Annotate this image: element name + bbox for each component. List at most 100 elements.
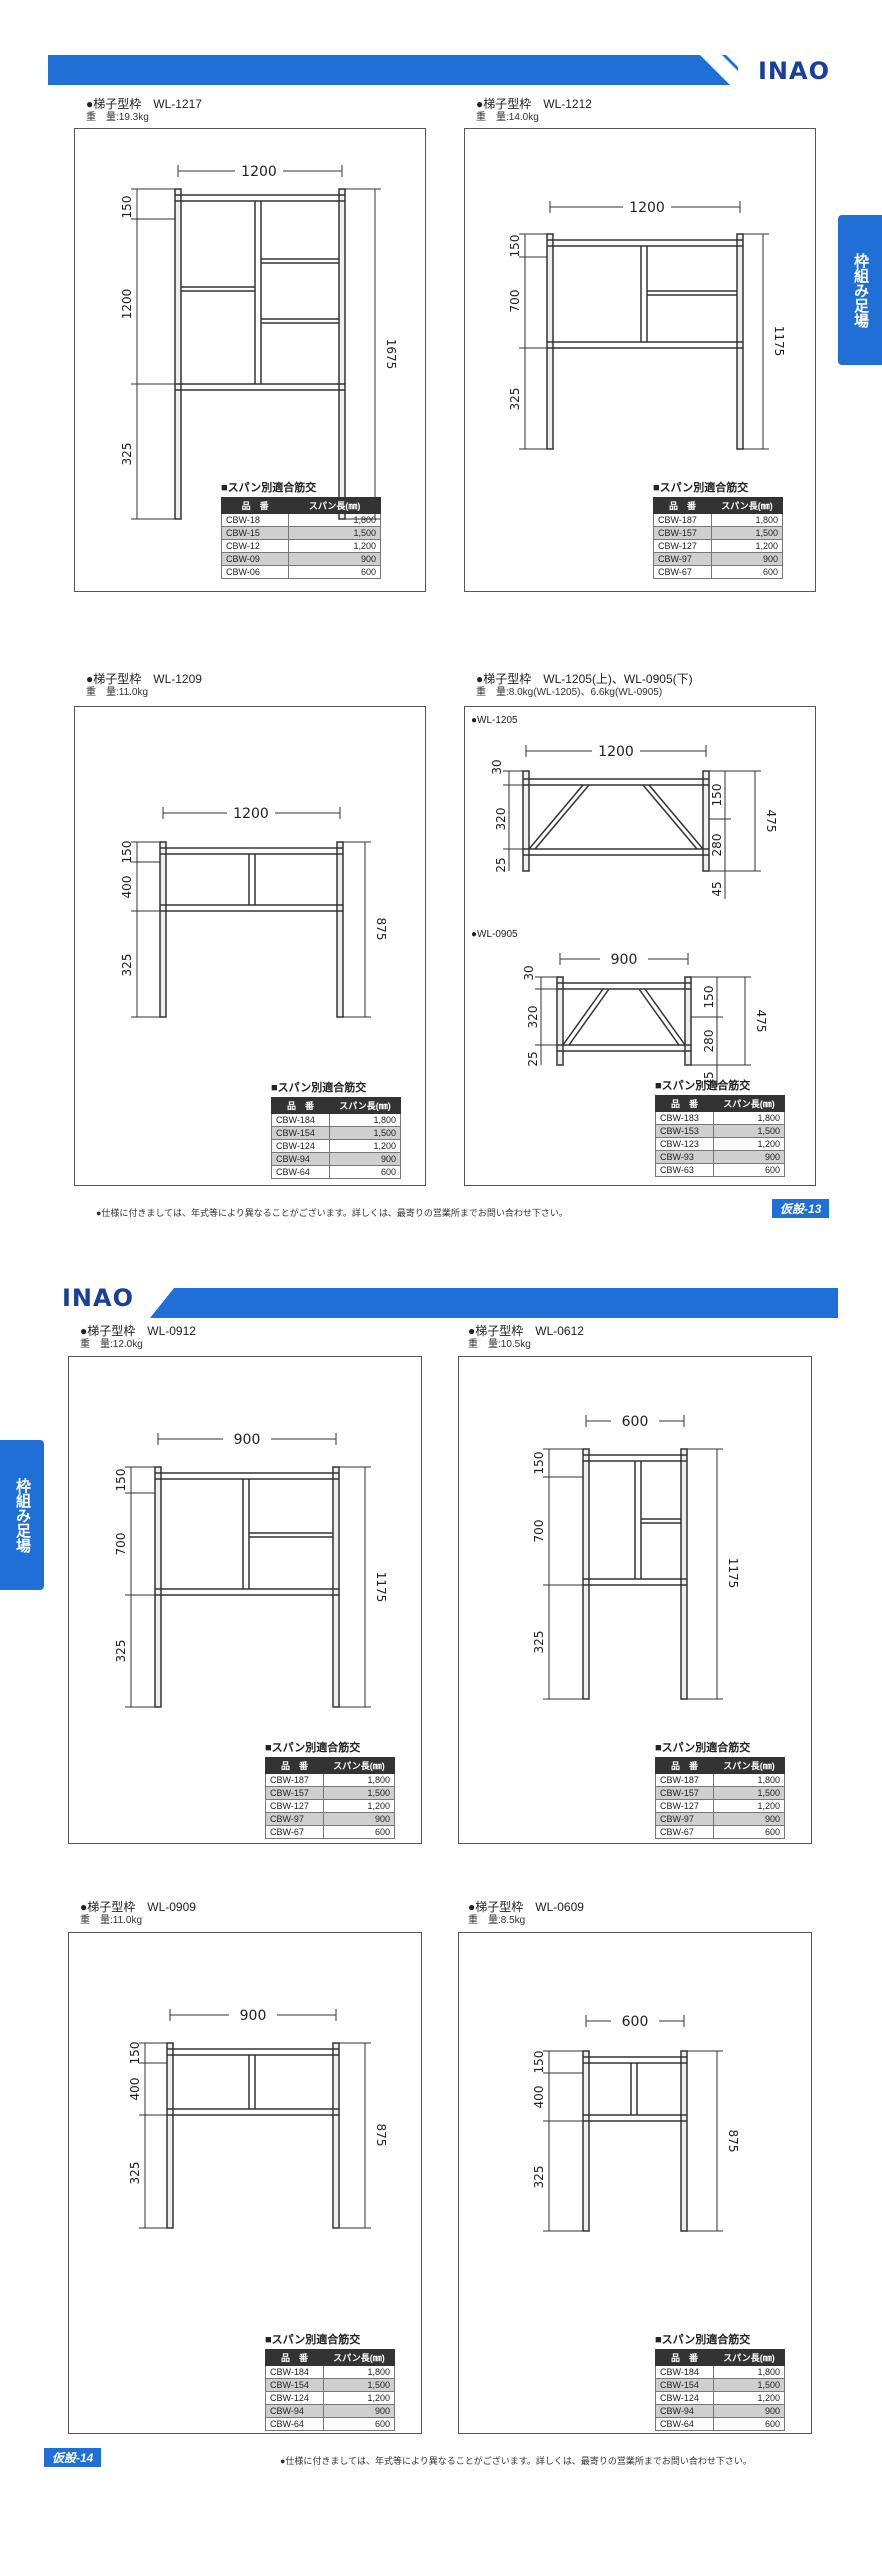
dim-top-section: 150 — [114, 1469, 128, 1492]
dim-a: 30 — [522, 965, 536, 980]
dim-mid-section: 1200 — [120, 289, 134, 320]
frame-drawing: 600 150 700 325 1175 — [532, 1413, 740, 1700]
frame-drawing: 900 150 700 325 1175 — [114, 1431, 388, 1708]
frame-weight: 重 量:8.5kg — [468, 1915, 526, 1926]
header-bar — [48, 55, 738, 85]
dim-height: 875 — [726, 2130, 740, 2153]
col-name: 品 番 — [264, 2349, 325, 2366]
col-name: 品 番 — [652, 497, 713, 514]
span-table-caption: ■スパン別適合筋交 — [655, 1742, 751, 1754]
dim-height: 475 — [754, 1010, 768, 1033]
sub-label: ●WL-0905 — [471, 929, 518, 940]
dim-bottom-section: 325 — [114, 1640, 128, 1663]
col-name: 品 番 — [270, 1097, 331, 1114]
dim-width: 1200 — [233, 806, 269, 822]
dim-height: 475 — [764, 810, 778, 833]
frame-panel: 600 150 700 325 1175 ■スパン別適合筋交 品 番スパン長(㎜… — [458, 1356, 812, 1844]
span-table-caption: ■スパン別適合筋交 — [221, 482, 317, 494]
header-bar — [180, 1288, 838, 1318]
dim-top-section: 150 — [508, 235, 522, 258]
frame-weight: 重 量:11.0kg — [80, 1915, 143, 1926]
frame-panel: 1200 150 400 325 875 ■スパン別適合筋交 品 番スパン長(㎜… — [74, 706, 426, 1186]
frame-panel: 1200 150 1200 325 1675 ■スパン別適合筋交 品 番スパン長… — [74, 128, 426, 592]
header-stripe — [150, 1288, 180, 1318]
dim-bottom-section: 325 — [508, 388, 522, 411]
dim-height: 1175 — [772, 326, 786, 357]
frame-title: ●梯子型枠 WL-1217 — [86, 97, 202, 111]
frame-heading: ●梯子型枠 WL-0912 重 量:12.0kg — [80, 1324, 196, 1352]
col-span: スパン長(㎜) — [711, 497, 783, 514]
span-table-caption: ■スパン別適合筋交 — [655, 2334, 751, 2346]
col-name: 品 番 — [654, 2349, 715, 2366]
dim-height: 1175 — [726, 1558, 740, 1589]
frame-weight: 重 量:14.0kg — [476, 112, 539, 123]
frame-title: ●梯子型枠 WL-0609 — [468, 1900, 584, 1914]
dim-top-section: 150 — [120, 841, 134, 864]
dim-mid-section: 400 — [120, 876, 134, 899]
dim-c: 25 — [526, 1051, 540, 1066]
frame-weight: 重 量:12.0kg — [80, 1339, 143, 1350]
col-span: スパン長(㎜) — [323, 2349, 395, 2366]
dim-width: 1200 — [629, 200, 665, 216]
dim-top-section: 150 — [532, 1452, 546, 1475]
frame-drawing: 600 150 400 325 875 — [532, 2013, 740, 2232]
frame-drawing: 1200 150 700 325 1175 — [508, 199, 786, 450]
dim-bottom-section: 325 — [120, 443, 134, 466]
page-13: INAO 枠組み足場 ●梯子型枠 WL-1217 重 量:19.3kg — [48, 55, 882, 1218]
dim-height: 1675 — [384, 339, 398, 370]
frame-panel: ●WL-1205 ●WL-0905 1200 30 320 25 — [464, 706, 816, 1186]
col-span: スパン長(㎜) — [713, 1757, 785, 1774]
side-tab: 枠組み足場 — [838, 215, 882, 365]
frame-title: ●梯子型枠 WL-1212 — [476, 97, 592, 111]
dim-height: 875 — [374, 918, 388, 941]
col-name: 品 番 — [264, 1757, 325, 1774]
page-number: 仮設-13 — [772, 1199, 830, 1218]
frame-weight: 重 量:8.0kg(WL-1205)、6.6kg(WL-0905) — [476, 687, 663, 698]
frame-heading: ●梯子型枠 WL-0609 重 量:8.5kg — [468, 1900, 584, 1928]
dim-mid-section: 700 — [508, 290, 522, 313]
dim-bottom-section: 325 — [532, 1631, 546, 1654]
dim-bottom-section: 325 — [120, 954, 134, 977]
dim-bottom-section: 325 — [532, 2166, 546, 2189]
frame-panel: 600 150 400 325 875 ■スパン別適合筋交 品 番スパン長(㎜)… — [458, 1932, 812, 2434]
frame-title: ●梯子型枠 WL-0912 — [80, 1324, 196, 1338]
frame-panel: 900 150 400 325 875 ■スパン別適合筋交 品 番スパン長(㎜)… — [68, 1932, 422, 2434]
frame-drawing: 1200 150 1200 325 1675 — [120, 163, 398, 520]
dim-mid-section: 700 — [114, 1533, 128, 1556]
dim-mid-section: 700 — [532, 1520, 546, 1543]
dim-r3: 45 — [702, 1071, 716, 1086]
dim-a: 30 — [490, 759, 504, 774]
brand-logo: INAO — [62, 1284, 134, 1312]
dim-bottom-section: 325 — [128, 2162, 142, 2185]
dim-r1: 150 — [710, 784, 724, 807]
header-stripe — [700, 55, 760, 85]
